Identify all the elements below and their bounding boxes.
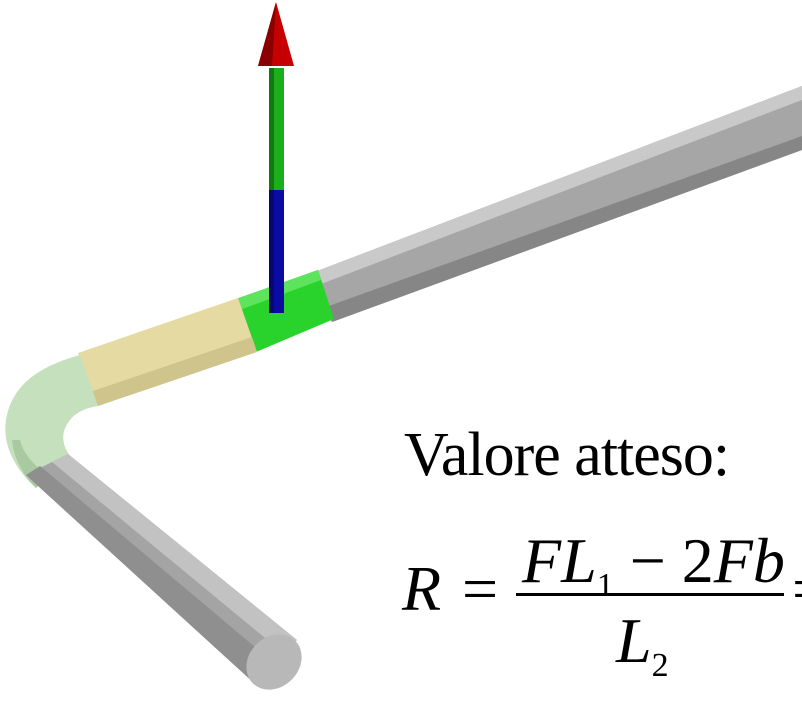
num-l: L [561, 525, 597, 596]
formula-trailing-equals: = [792, 552, 802, 626]
pipe-end-cap [246, 634, 302, 690]
pipe-bend [5, 355, 98, 488]
pipe-upper-highlight [304, 86, 802, 289]
num-minus: − [613, 525, 682, 596]
den-l: L [616, 605, 652, 676]
pipe-upper-shadow [326, 136, 802, 322]
pipe-tan-segment [78, 298, 257, 406]
fraction-bar [516, 593, 784, 596]
formula-numerator: FL1 − 2Fb [522, 524, 785, 604]
num-coefficient: 2 [681, 525, 714, 596]
arrow-shaft-green-shade [269, 68, 274, 190]
formula-equals: = [462, 553, 499, 624]
formula-lhs: R [402, 553, 442, 624]
pipe-lower-highlight [52, 454, 297, 652]
arrow-head-red-shade [258, 2, 276, 66]
arrow-shaft-blue-shade [269, 189, 274, 313]
expected-value-label: Valore atteso: [404, 421, 730, 489]
pipe-tan-shadow [90, 337, 257, 406]
pipe-lower-shadow [26, 466, 268, 683]
num-f: F [522, 525, 562, 596]
den-subscript: 2 [651, 647, 669, 684]
num-subscript: 1 [596, 567, 614, 604]
reaction-formula: R = FL1 − 2Fb L2 = [400, 525, 802, 698]
num-fb: Fb [713, 525, 785, 596]
formula-denominator: L2 [616, 604, 669, 684]
